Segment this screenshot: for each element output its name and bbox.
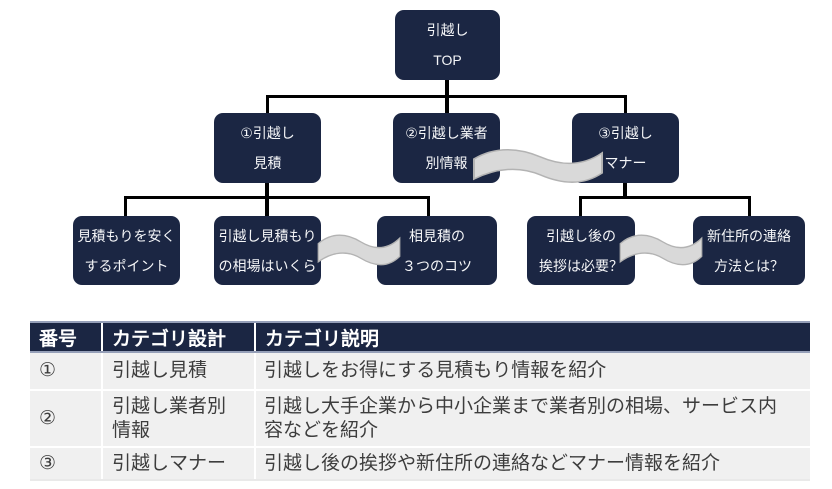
node-page-cheap-estimate: 見積もりを安く するポイント [73, 216, 180, 285]
node-top-line2: TOP [433, 52, 462, 68]
node-page3-line2: ３つのコツ [402, 257, 472, 274]
category-table: 番号 カテゴリ設計 カテゴリ説明 ① 引越し見積 引越しをお得にする見積もり情報… [30, 321, 810, 481]
connector-left-group-horizontal [124, 196, 430, 199]
cell-row3-description: 引越し後の挨拶や新住所の連絡などマナー情報を紹介 [254, 447, 810, 481]
cell-row1-number: ① [30, 352, 102, 391]
table-row: ③ 引越しマナー 引越し後の挨拶や新住所の連絡などマナー情報を紹介 [30, 447, 810, 481]
column-header-number: 番号 [30, 321, 102, 353]
node-category1-line2: 見積 [253, 155, 282, 171]
connector-right-group-horizontal [579, 196, 751, 199]
cell-row3-number: ③ [30, 447, 102, 481]
node-page-new-address: 新住所の連絡 方法とは？ [693, 216, 805, 285]
connector-stub-child4 [579, 196, 582, 216]
node-page5-line2: 方法とは？ [714, 257, 784, 274]
node-page4-line2: 挨拶は必要？ [539, 257, 623, 274]
node-category3-line1: ③引越し [598, 125, 653, 141]
node-page1-line1: 見積もりを安く [77, 227, 176, 244]
connector-level2-horizontal [266, 95, 627, 98]
connector-cat1-vertical [265, 183, 269, 216]
node-top-page: 引越し TOP [395, 10, 500, 80]
wave-ribbon-icon [472, 149, 604, 183]
column-header-description: カテゴリ説明 [254, 321, 810, 353]
wave-ribbon-icon [317, 234, 401, 266]
node-page2-line1: 引越し見積もり [218, 227, 317, 244]
node-category1-line1: ①引越し [240, 125, 295, 141]
cell-row3-category: 引越しマナー [101, 447, 255, 481]
cell-row2-number: ② [30, 390, 102, 448]
node-page5-line1: 新住所の連絡 [707, 227, 791, 244]
node-page-greeting: 引越し後の 挨拶は必要？ [527, 216, 635, 285]
cell-row2-category: 引越し業者別情報 [101, 390, 255, 448]
node-page-estimate-market: 引越し見積もり の相場はいくら [214, 216, 321, 285]
connector-cat3-vertical [623, 183, 627, 198]
node-page4-line1: 引越し後の [546, 227, 616, 244]
node-category2-gyousha: ②引越し業者 別情報 [393, 113, 500, 183]
node-page1-line2: するポイント [84, 257, 169, 274]
connector-stub-cat3 [624, 95, 627, 114]
node-category2-line1: ②引越し業者 [405, 125, 488, 141]
cell-row1-description: 引越しをお得にする見積もり情報を紹介 [254, 352, 810, 391]
node-page2-line2: の相場はいくら [218, 257, 317, 274]
table-row: ② 引越し業者別情報 引越し大手企業から中小企業まで業者別の相場、サービス内容な… [30, 390, 810, 448]
table-header-row: 番号 カテゴリ設計 カテゴリ説明 [30, 321, 810, 353]
connector-stub-cat1 [266, 95, 269, 114]
node-top-line1: 引越し [426, 22, 469, 38]
cell-row1-category: 引越し見積 [101, 352, 255, 391]
node-page3-line1: 相見積の [409, 227, 465, 244]
connector-stub-child3 [427, 196, 430, 216]
connector-stub-child1 [124, 196, 127, 216]
connector-stub-child5 [748, 196, 751, 216]
node-category2-line2: 別情報 [425, 155, 468, 171]
cell-row2-description: 引越し大手企業から中小企業まで業者別の相場、サービス内容などを紹介 [254, 390, 810, 448]
column-header-category: カテゴリ設計 [101, 321, 255, 353]
node-category3-line2: マナー [604, 155, 647, 171]
node-category1-mitsumori: ①引越し 見積 [214, 113, 321, 183]
wave-ribbon-icon [619, 234, 703, 266]
table-row: ① 引越し見積 引越しをお得にする見積もり情報を紹介 [30, 352, 810, 391]
